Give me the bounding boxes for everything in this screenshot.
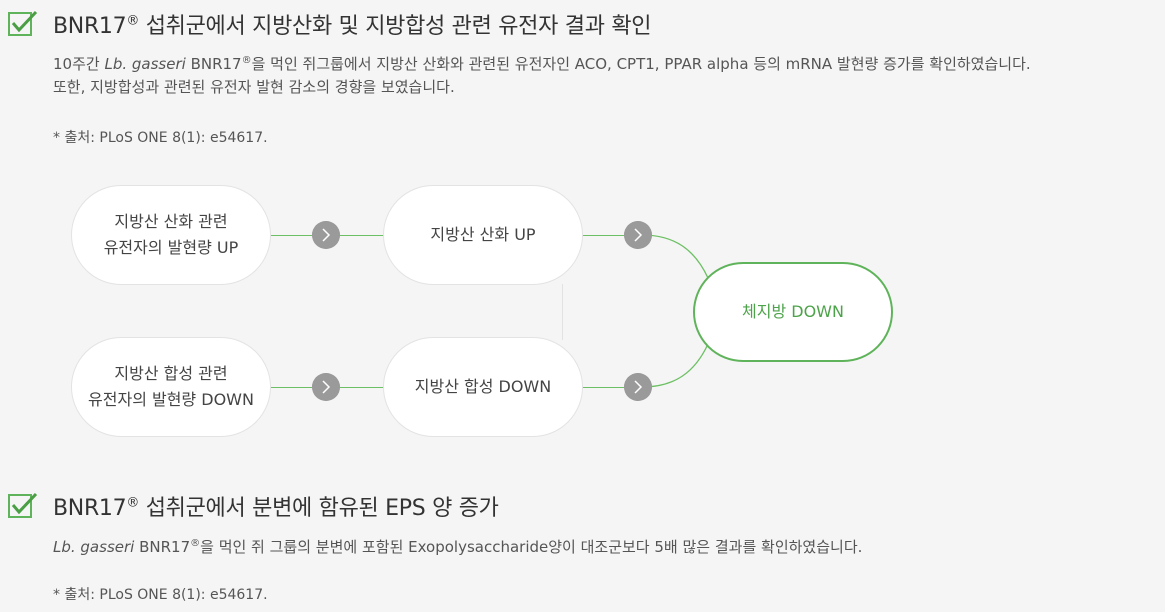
body-fat-down-node: 체지방 DOWN	[693, 262, 893, 362]
section-description: Lb. gasseri BNR17®을 먹인 쥐 그룹의 분변에 포함된 Exo…	[53, 538, 863, 556]
connector-line	[582, 235, 626, 236]
chevron-right-icon	[624, 373, 652, 401]
checkbox-checked-icon	[8, 10, 38, 36]
source-citation: * 출처: PLoS ONE 8(1): e54617.	[53, 130, 268, 146]
divider-line	[562, 284, 563, 340]
chevron-right-icon	[312, 221, 340, 249]
section-description: 10주간 Lb. gasseri BNR17®을 먹인 쥐그룹에서 지방산 산화…	[53, 55, 1031, 73]
chevron-right-icon	[624, 221, 652, 249]
section-title: BNR17® 섭취군에서 분변에 함유된 EPS 양 증가	[53, 495, 499, 521]
oxidation-up-node: 지방산 산화 UP	[383, 185, 583, 285]
section-title: BNR17® 섭취군에서 지방산화 및 지방합성 관련 유전자 결과 확인	[53, 13, 652, 39]
connector-line	[582, 387, 626, 388]
section-description-line2: 또한, 지방합성과 관련된 유전자 발현 감소의 경향을 보였습니다.	[53, 78, 455, 96]
checkbox-checked-icon	[8, 492, 38, 518]
source-citation: * 출처: PLoS ONE 8(1): e54617.	[53, 587, 268, 603]
synthesis-down-node: 지방산 합성 DOWN	[383, 337, 583, 437]
chevron-right-icon	[312, 373, 340, 401]
